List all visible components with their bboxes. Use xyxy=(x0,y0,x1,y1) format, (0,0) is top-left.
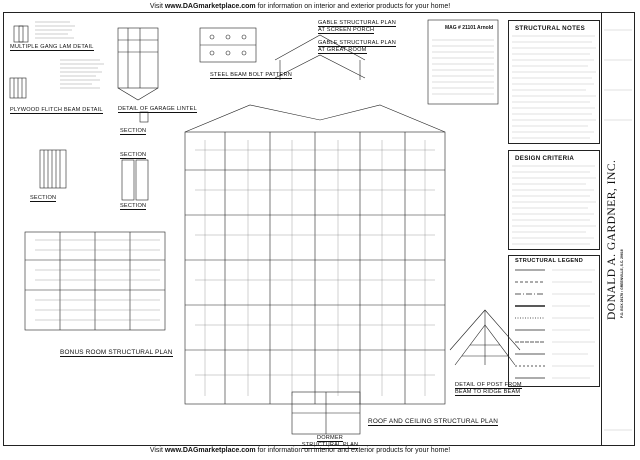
label-gable-screen-porch: GABLE STRUCTURAL PLAN AT SCREEN PORCH xyxy=(318,20,396,34)
label-section-4: SECTION xyxy=(30,195,57,202)
structural-notes-panel: STRUCTURAL NOTES xyxy=(508,20,600,144)
label-roof-ceiling: ROOF AND CEILING STRUCTURAL PLAN xyxy=(368,418,499,426)
firm-name: DONALD A. GARDNER, INC. xyxy=(606,159,618,320)
label-section-3: SECTION xyxy=(120,203,147,210)
drawing-sheet xyxy=(3,12,635,446)
title-block xyxy=(601,13,635,445)
label-section-2: SECTION xyxy=(120,152,147,159)
label-post-detail: DETAIL OF POST FROM BEAM TO RIDGE BEAM xyxy=(455,382,522,396)
label-plywood-flitch: PLYWOOD FLITCH BEAM DETAIL xyxy=(10,107,103,114)
site-link-bottom[interactable]: www.DAGmarketplace.com xyxy=(164,447,256,454)
label-dormer: DORMER STRUCTURAL PLAN xyxy=(301,435,359,449)
label-gable-great-room: GABLE STRUCTURAL PLAN AT GREAT ROOM xyxy=(318,40,396,54)
design-criteria-panel: DESIGN CRITERIA xyxy=(508,150,600,250)
structural-legend-title: STRUCTURAL LEGEND xyxy=(515,258,584,264)
top-banner: Visit www.DAGmarketplace.com for informa… xyxy=(149,3,451,10)
bottom-banner: Visit www.DAGmarketplace.com for informa… xyxy=(149,447,451,454)
site-link[interactable]: www.DAGmarketplace.com xyxy=(164,3,256,10)
firm-address: P.O. BOX 26178 • GREENVILLE, S.C. 29616 xyxy=(620,249,624,318)
design-criteria-title: DESIGN CRITERIA xyxy=(515,155,575,162)
label-steel-beam-bolt: STEEL BEAM BOLT PATTERN xyxy=(210,72,292,79)
label-bonus-room: BONUS ROOM STRUCTURAL PLAN xyxy=(60,349,173,357)
label-section-1: SECTION xyxy=(120,128,147,135)
engineer-stamp: MAG # 21101 Arnold xyxy=(445,25,494,31)
label-garage-lintel: DETAIL OF GARAGE LINTEL xyxy=(118,106,197,113)
structural-legend-panel: STRUCTURAL LEGEND xyxy=(508,255,600,387)
structural-notes-title: STRUCTURAL NOTES xyxy=(515,25,585,32)
label-multiple-gang-lam: MULTIPLE GANG LAM DETAIL xyxy=(10,44,94,51)
